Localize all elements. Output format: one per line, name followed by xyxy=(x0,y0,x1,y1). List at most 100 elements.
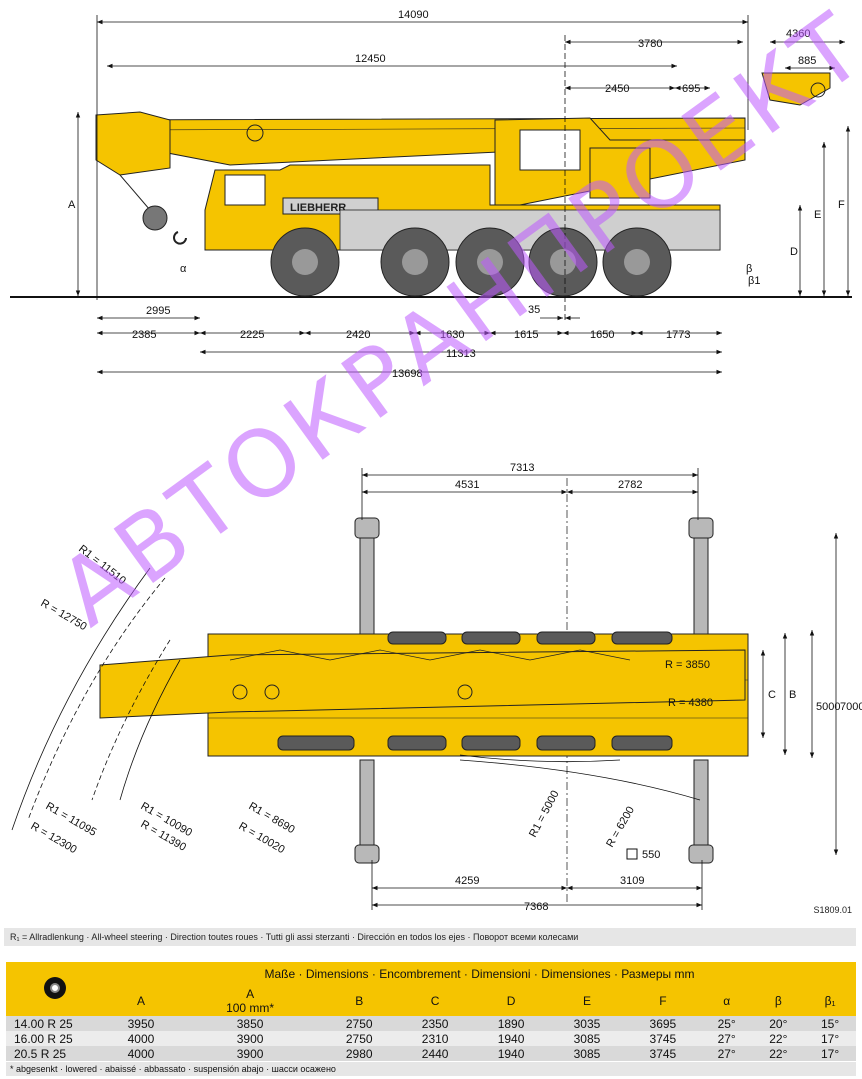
col-beta1: β₁ xyxy=(804,986,856,1016)
cell: 2310 xyxy=(397,1031,474,1046)
dim-2225: 2225 xyxy=(240,329,264,341)
dim-4360: 4360 xyxy=(786,28,810,40)
dim-3780: 3780 xyxy=(638,38,662,50)
dim-35: 35 xyxy=(528,304,540,316)
wheels xyxy=(270,227,672,297)
dim-4531: 4531 xyxy=(455,479,479,491)
table-row: 20.5 R 25 4000 3900 2980 2440 1940 3085 … xyxy=(6,1046,856,1061)
dim-2450: 2450 xyxy=(605,83,629,95)
col-b: B xyxy=(321,986,398,1016)
dim-F: F xyxy=(838,199,845,211)
table-row: 16.00 R 25 4000 3900 2750 2310 1940 3085… xyxy=(6,1031,856,1046)
cell: 22° xyxy=(752,1046,805,1061)
col-beta: β xyxy=(752,986,805,1016)
footnote: * abgesenkt · lowered · abaissé · abbass… xyxy=(6,1062,856,1076)
table-title: Maße · Dimensions · Encombrement · Dimen… xyxy=(103,962,856,986)
dim-3109: 3109 xyxy=(620,875,644,887)
dim-4259: 4259 xyxy=(455,875,479,887)
steering-legend: R₁ = Allradlenkung · All-wheel steering … xyxy=(4,928,856,946)
col-c: C xyxy=(397,986,474,1016)
dimensions-table: Maße · Dimensions · Encombrement · Dimen… xyxy=(6,962,856,1061)
col-a-lowered-sub: 100 mm* xyxy=(226,1001,275,1015)
cell: 1890 xyxy=(473,1016,549,1031)
dim-7000: 7000 xyxy=(840,701,862,713)
col-a: A xyxy=(103,986,179,1016)
cell: 3745 xyxy=(624,1031,701,1046)
dim-2385: 2385 xyxy=(132,329,156,341)
cell: 2350 xyxy=(397,1016,474,1031)
dim-D: D xyxy=(790,246,798,258)
dim-550: 550 xyxy=(642,849,660,861)
table-header: Maße · Dimensions · Encombrement · Dimen… xyxy=(6,962,856,1016)
side-view: LIEBHERR 14090 12450 3780 xyxy=(10,9,852,380)
dim-695: 695 xyxy=(682,83,700,95)
dim-E: E xyxy=(814,209,821,221)
radius-r-12750: R = 12750 xyxy=(39,597,89,633)
col-alpha: α xyxy=(700,986,753,1016)
angle-alpha: α xyxy=(180,263,187,275)
dim-885: 885 xyxy=(798,55,816,67)
cell: 27° xyxy=(700,1046,753,1061)
cell: 3695 xyxy=(624,1016,701,1031)
dim-14090: 14090 xyxy=(398,9,429,21)
dim-2420: 2420 xyxy=(346,329,370,341)
top-view: 7313 4531 2782 4259 3109 7368 B C 5000 7… xyxy=(11,462,862,913)
radius-r-6200: R = 6200 xyxy=(604,805,637,850)
radius-r1-5000: R1 = 5000 xyxy=(527,789,562,840)
dim-1650: 1650 xyxy=(590,329,614,341)
cell: 3745 xyxy=(624,1046,701,1061)
dim-2782: 2782 xyxy=(618,479,642,491)
cell: 2750 xyxy=(321,1031,398,1046)
dim-13698: 13698 xyxy=(392,368,423,380)
cell: 3035 xyxy=(549,1016,625,1031)
dim-A: A xyxy=(68,199,76,211)
cell: 4000 xyxy=(103,1046,179,1061)
cell: 20.5 R 25 xyxy=(6,1046,103,1061)
cell: 17° xyxy=(804,1031,856,1046)
col-e: E xyxy=(549,986,625,1016)
cell: 3850 xyxy=(178,1016,322,1031)
cell: 1940 xyxy=(473,1046,549,1061)
radius-r-3850: R = 3850 xyxy=(665,659,710,671)
dim-1615: 1615 xyxy=(514,329,538,341)
radius-r-4380: R = 4380 xyxy=(668,697,713,709)
cell: 3900 xyxy=(178,1046,322,1061)
col-d: D xyxy=(473,986,549,1016)
technical-drawing: LIEBHERR 14090 12450 3780 xyxy=(10,9,862,913)
dim-C: C xyxy=(768,689,776,701)
tire-column-header xyxy=(6,962,103,1016)
drawing-id: S1809.01 xyxy=(813,905,852,915)
cell: 27° xyxy=(700,1031,753,1046)
dim-2995: 2995 xyxy=(146,305,170,317)
cell: 4000 xyxy=(103,1031,179,1046)
col-f: F xyxy=(624,986,701,1016)
dim-11313: 11313 xyxy=(446,348,476,360)
cell: 16.00 R 25 xyxy=(6,1031,103,1046)
dim-7313: 7313 xyxy=(510,462,534,474)
angle-beta: β xyxy=(746,263,752,275)
cell: 3900 xyxy=(178,1031,322,1046)
cell: 3085 xyxy=(549,1031,625,1046)
cell: 3085 xyxy=(549,1046,625,1061)
cell: 17° xyxy=(804,1046,856,1061)
angle-beta1: β1 xyxy=(748,275,760,287)
radius-r1-11510: R1 = 11510 xyxy=(76,543,128,587)
cell: 14.00 R 25 xyxy=(6,1016,103,1031)
dim-1630: 1630 xyxy=(440,329,464,341)
cell: 2440 xyxy=(397,1046,474,1061)
tire-icon xyxy=(43,976,66,999)
cell: 22° xyxy=(752,1031,805,1046)
dim-5000: 5000 xyxy=(816,701,840,713)
dim-12450: 12450 xyxy=(355,53,386,65)
cell: 1940 xyxy=(473,1031,549,1046)
cell: 2750 xyxy=(321,1016,398,1031)
cell: 25° xyxy=(700,1016,753,1031)
col-a-lowered-label: A xyxy=(246,987,255,1001)
dim-B: B xyxy=(789,689,796,701)
cell: 15° xyxy=(804,1016,856,1031)
dim-7368: 7368 xyxy=(524,901,548,913)
cell: 20° xyxy=(752,1016,805,1031)
table-row: 14.00 R 25 3950 3850 2750 2350 1890 3035… xyxy=(6,1016,856,1031)
